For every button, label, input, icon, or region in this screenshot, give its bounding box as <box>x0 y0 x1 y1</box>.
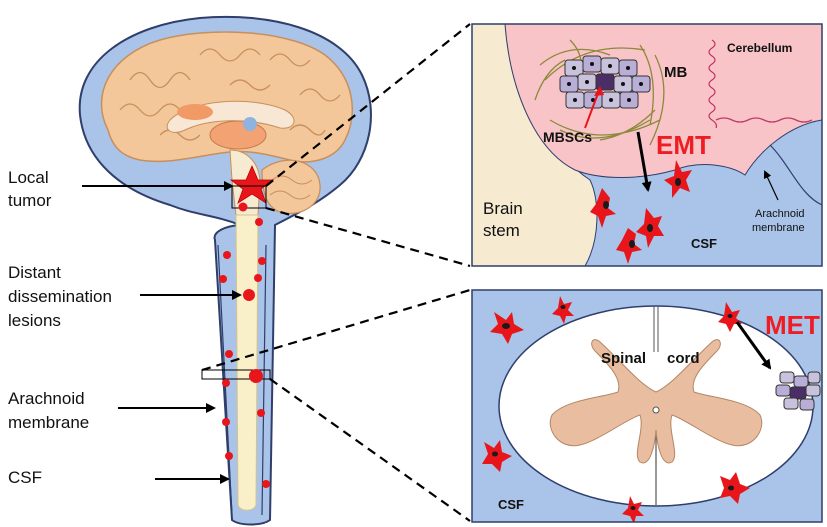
label-mbscs: MBSCs <box>543 129 592 145</box>
label-distant-1: Distant <box>8 263 61 282</box>
ventricle <box>177 104 213 120</box>
label-local-2: tumor <box>8 191 52 210</box>
left-arrows <box>82 186 240 479</box>
brain-spine-illustration <box>80 17 371 525</box>
thalamus <box>210 121 266 149</box>
spinal-cord <box>236 215 258 510</box>
label-csf: CSF <box>8 468 42 487</box>
label-met: MET <box>765 310 820 340</box>
label-emt: EMT <box>656 130 711 160</box>
label-cord: cord <box>667 350 700 367</box>
label-bottom-csf: CSF <box>498 497 524 512</box>
label-local-1: Local <box>8 168 49 187</box>
label-arachnoid-2: membrane <box>8 413 89 432</box>
label-distant-2: dissemination <box>8 287 112 306</box>
bottom-zoom-panel: Spinal cord MET CSF <box>472 290 822 524</box>
label-brain: Brain <box>483 199 523 218</box>
label-distant-3: lesions <box>8 311 61 330</box>
label-top-arachnoid-2: membrane <box>752 222 805 234</box>
label-stem: stem <box>483 221 520 240</box>
third-ventricle <box>243 117 257 131</box>
label-mb: MB <box>664 64 687 81</box>
left-labels: Local tumor Distant dissemination lesion… <box>8 168 112 487</box>
label-top-arachnoid-1: Arachnoid <box>755 208 805 220</box>
label-arachnoid-1: Arachnoid <box>8 389 85 408</box>
label-top-csf: CSF <box>691 236 717 251</box>
top-zoom-panel: Cerebellum MB MBSCs EMT Brain stem Arach… <box>472 24 822 266</box>
label-spinal: Spinal <box>601 350 646 367</box>
label-cerebellum: Cerebellum <box>727 41 792 55</box>
cerebellum <box>262 160 320 213</box>
